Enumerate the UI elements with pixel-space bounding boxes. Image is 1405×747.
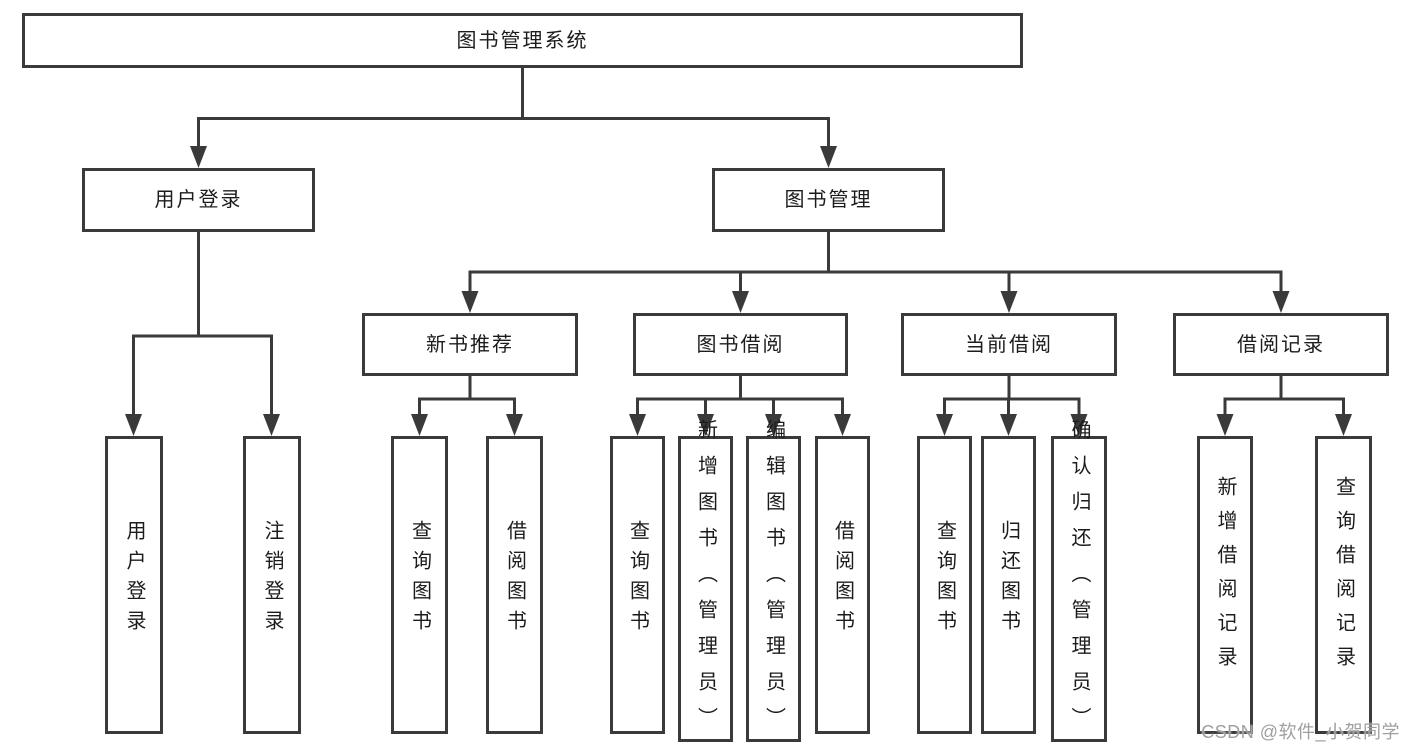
node-label: 图书借阅 <box>696 333 785 356</box>
arrow-icon <box>1335 414 1352 436</box>
arrow-icon <box>1000 414 1017 436</box>
node-label: 注销登录 <box>261 520 283 640</box>
node-label: 当前借阅 <box>965 333 1053 356</box>
node-current-borrowing: 当前借阅 <box>901 313 1117 376</box>
node-label: 借阅记录 <box>1237 333 1325 356</box>
leaf-edit-book-admin: 编辑图书（管理员） <box>746 419 801 743</box>
leaf-borrow-books-borrowing: 借阅图书 <box>815 436 870 734</box>
arrow-icon <box>190 146 207 168</box>
node-label: 图书管理系统 <box>456 29 589 52</box>
arrow-icon <box>936 414 953 436</box>
arrow-icon <box>1000 291 1018 313</box>
node-label: 用户登录 <box>154 189 243 211</box>
leaf-user-login: 用户登录 <box>105 436 163 734</box>
node-library-management-system: 图书管理系统 <box>22 13 1023 68</box>
node-book-borrowing: 图书借阅 <box>633 313 848 376</box>
arrow-icon <box>732 291 749 313</box>
leaf-add-borrow-record: 新增借阅记录 <box>1197 436 1253 734</box>
arrow-icon <box>1216 414 1234 436</box>
leaf-add-book-admin: 新增图书（管理员） <box>678 419 733 743</box>
arrow-icon <box>461 291 479 313</box>
arrow-icon <box>820 146 837 168</box>
watermark: CSDN @软件_小贺同学 <box>1201 722 1400 742</box>
node-label: 归还图书 <box>997 520 1020 640</box>
edge-currentborrow-to-leaves <box>943 375 1081 416</box>
node-label: 查询图书 <box>626 520 649 640</box>
node-label: 新增借阅记录 <box>1214 476 1236 680</box>
node-label: 查询借阅记录 <box>1332 476 1355 680</box>
node-label: 借阅图书 <box>503 520 526 640</box>
leaf-query-borrow-record: 查询借阅记录 <box>1315 436 1372 734</box>
node-label: 确认归还（管理员） <box>1068 419 1090 743</box>
edge-bookmgmt-to-level3 <box>468 232 1283 293</box>
node-label: 用户登录 <box>123 520 145 640</box>
leaf-query-books-recommend: 查询图书 <box>391 436 448 734</box>
node-user-login: 用户登录 <box>82 168 315 232</box>
arrow-icon <box>1272 291 1290 313</box>
leaf-query-books-current: 查询图书 <box>917 436 972 734</box>
node-label: 查询图书 <box>408 520 431 640</box>
edge-root-to-level2 <box>197 68 830 148</box>
leaf-confirm-return-admin: 确认归还（管理员） <box>1051 419 1107 743</box>
edge-userlogin-to-leaves <box>132 232 273 416</box>
arrow-icon <box>629 414 646 436</box>
arrow-icon <box>506 414 523 436</box>
arrow-icon <box>411 414 428 436</box>
node-label: 借阅图书 <box>831 520 854 640</box>
node-label: 新增图书（管理员） <box>694 419 717 743</box>
node-label: 查询图书 <box>933 520 956 640</box>
node-label: 新书推荐 <box>426 333 514 356</box>
leaf-logout: 注销登录 <box>243 436 301 734</box>
edge-borrowrecord-to-leaves <box>1223 375 1345 416</box>
node-borrowing-records: 借阅记录 <box>1173 313 1389 376</box>
node-book-management: 图书管理 <box>712 168 945 232</box>
arrow-icon <box>697 414 714 436</box>
leaf-return-book: 归还图书 <box>981 436 1036 734</box>
edge-newbookrec-to-leaves <box>418 375 516 416</box>
arrow-icon <box>765 414 782 436</box>
leaf-query-books-borrowing: 查询图书 <box>610 436 665 734</box>
arrow-icon <box>1070 414 1088 436</box>
leaf-borrow-books-recommend: 借阅图书 <box>486 436 543 734</box>
arrow-icon <box>125 414 142 436</box>
node-label: 图书管理 <box>784 189 873 211</box>
arrow-icon <box>834 414 851 436</box>
node-new-book-recommend: 新书推荐 <box>362 313 578 376</box>
edge-bookborrow-to-leaves <box>636 375 844 416</box>
arrow-icon <box>263 414 280 436</box>
arrowheads <box>125 146 1352 436</box>
node-label: 编辑图书（管理员） <box>762 419 785 743</box>
